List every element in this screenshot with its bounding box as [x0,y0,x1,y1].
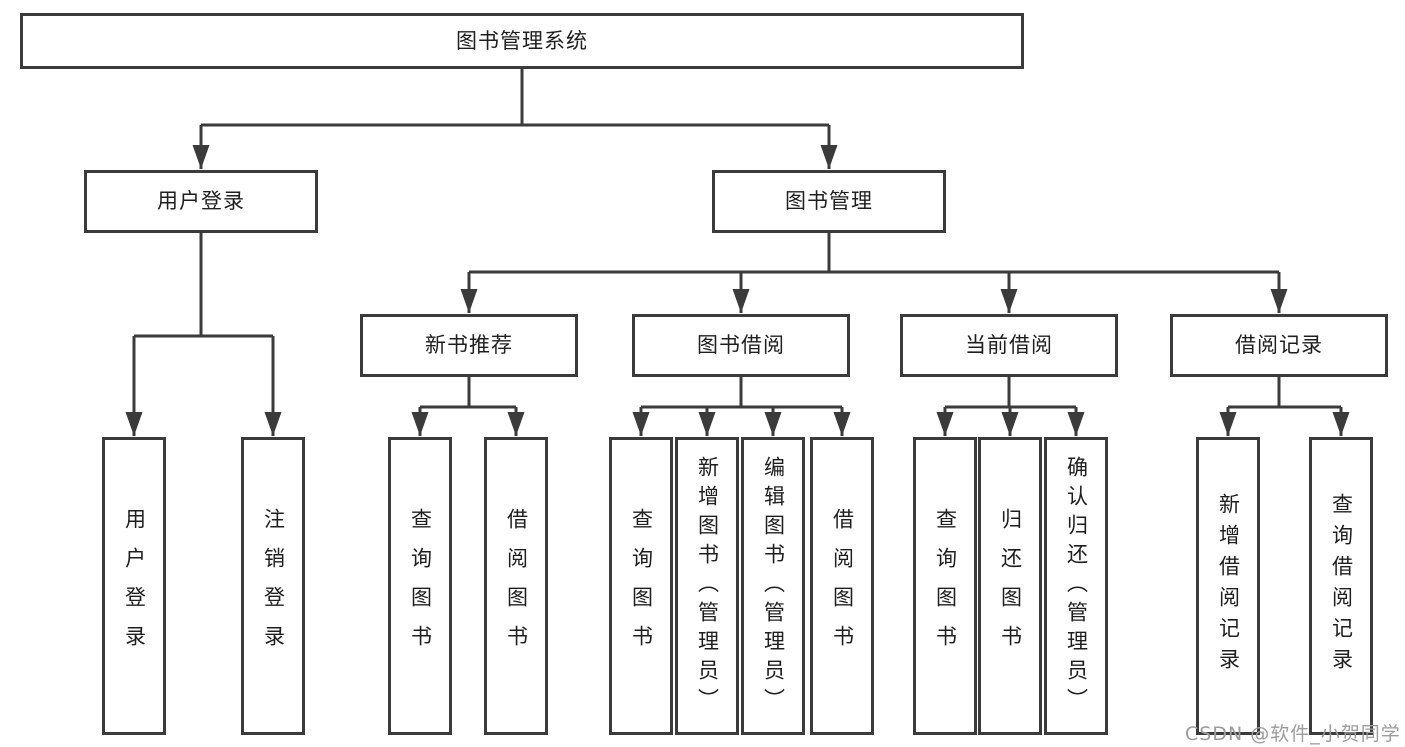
node-query-books-recommend: 查询图书 [388,437,452,735]
node-label: 确认归还（管理员） [1064,455,1089,717]
node-confirm-return-admin: 确认归还（管理员） [1044,437,1108,735]
node-add-book-admin: 新增图书（管理员） [675,437,739,735]
node-label: 归还图书 [998,508,1023,664]
node-label: 用户登录 [157,189,245,213]
connector-current-borrow-children [936,377,1085,436]
node-user-login: 用户登录 [84,170,318,233]
connector-book-borrow-children [632,377,851,436]
node-label: 借阅记录 [1235,333,1323,357]
node-query-books-borrow: 查询图书 [609,437,673,735]
node-add-borrow-record: 新增借阅记录 [1196,437,1260,735]
node-query-books-current: 查询图书 [913,437,977,735]
node-label: 新书推荐 [425,333,513,357]
node-library-management-system: 图书管理系统 [20,13,1024,69]
node-label: 新增图书（管理员） [695,455,720,717]
node-label: 图书管理系统 [456,28,588,53]
node-query-borrow-record: 查询借阅记录 [1309,437,1373,735]
node-borrow-records: 借阅记录 [1170,314,1388,377]
node-borrow-books: 借阅图书 [810,437,874,735]
node-label: 新增借阅记录 [1216,493,1241,679]
node-label: 查询图书 [933,508,958,664]
node-label: 注销登录 [261,508,286,664]
node-current-borrow: 当前借阅 [900,314,1118,377]
connector-borrow-records-children [1219,377,1350,436]
node-label: 图书管理 [785,189,873,213]
node-label: 当前借阅 [965,333,1053,357]
node-borrow-books-recommend: 借阅图书 [484,437,548,735]
node-logout: 注销登录 [241,437,305,735]
connector-user-login-children [125,233,282,436]
node-book-management: 图书管理 [712,170,946,233]
node-return-book: 归还图书 [978,437,1042,735]
node-label: 查询借阅记录 [1329,493,1354,679]
node-login: 用户登录 [102,437,166,735]
node-label: 借阅图书 [830,508,855,664]
connector-book-management-children [460,233,1288,313]
node-label: 编辑图书（管理员） [761,455,786,717]
connector-new-book-children [411,377,525,436]
csdn-watermark: CSDN @软件_小贺同学 [1185,723,1401,745]
node-label: 图书借阅 [697,333,785,357]
node-label: 查询图书 [408,508,433,664]
node-new-book-recommend: 新书推荐 [360,314,578,377]
node-label: 用户登录 [122,508,147,664]
node-label: 借阅图书 [504,508,529,664]
node-book-borrow: 图书借阅 [632,314,850,377]
node-label: 查询图书 [629,508,654,664]
node-edit-book-admin: 编辑图书（管理员） [741,437,805,735]
connector-root-to-level2 [192,69,838,169]
